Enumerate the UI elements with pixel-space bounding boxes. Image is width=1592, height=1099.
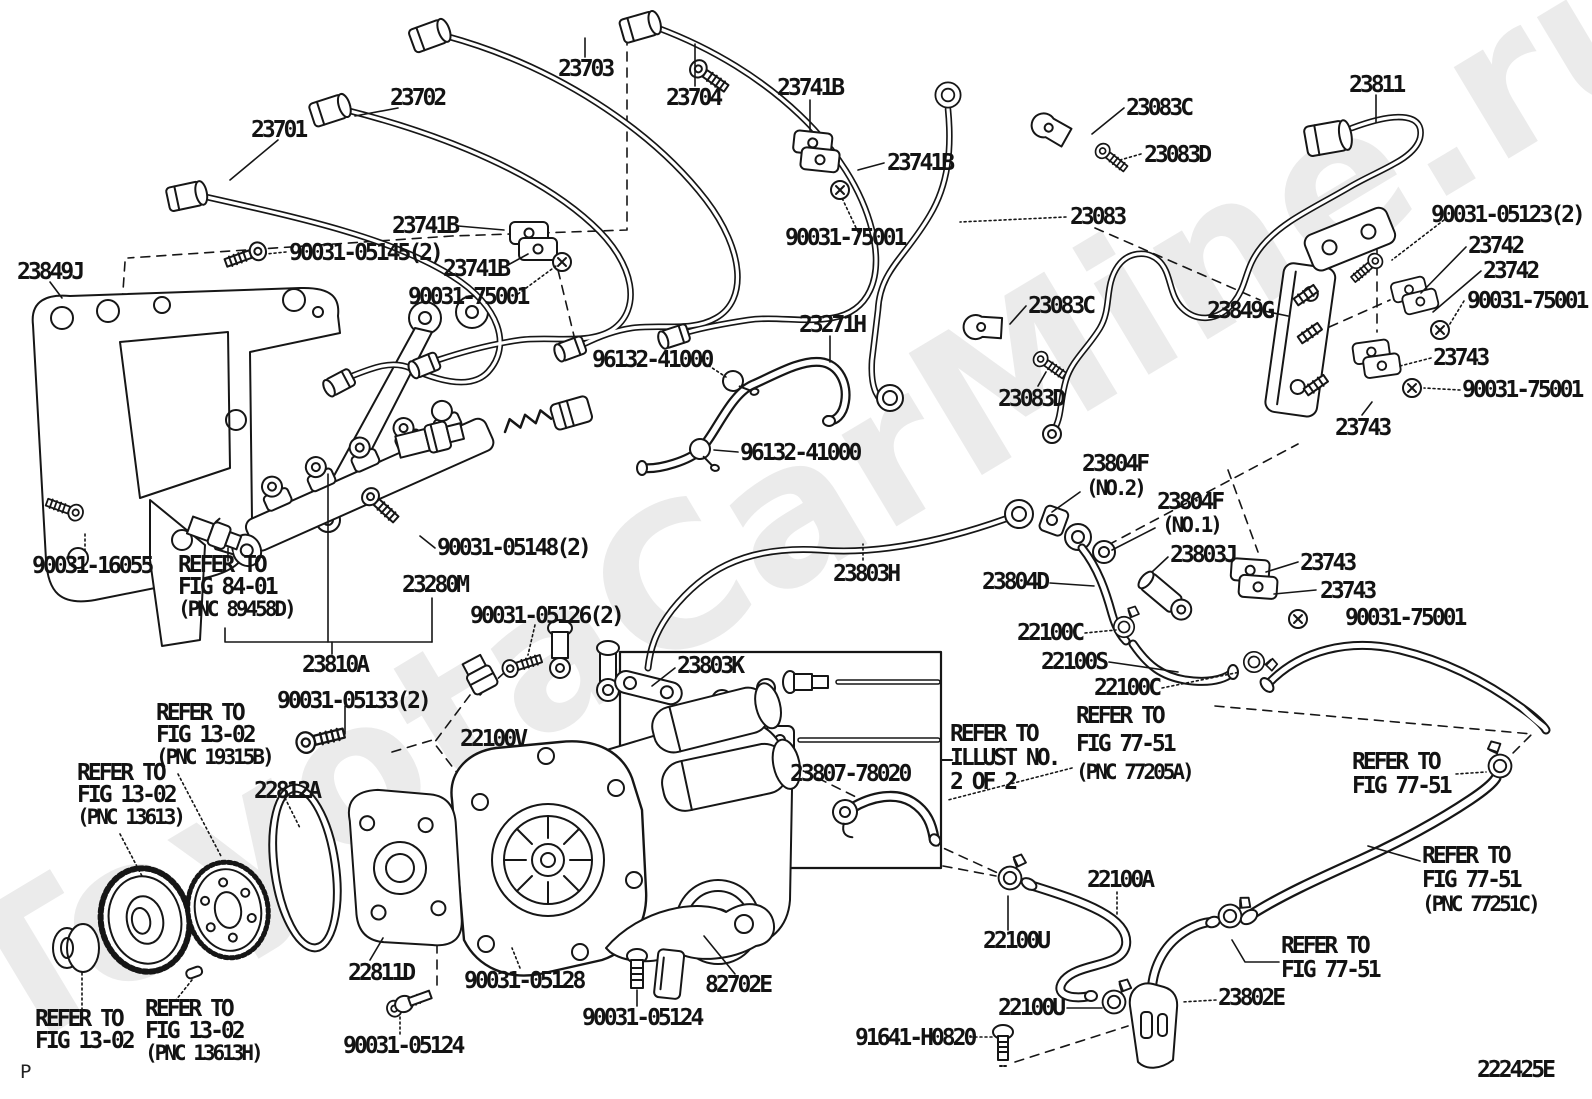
part-label-23743-4: 23743 (1320, 578, 1377, 604)
part-label-90031-05128: 90031-05128 (464, 968, 586, 994)
part-label-23741b-1: 23741B (777, 75, 845, 101)
part-label-22100c-1: 22100C (1017, 620, 1085, 646)
hose-23271h (636, 356, 851, 476)
part-label-23802e: 23802E (1218, 985, 1286, 1011)
part-label-96132-41000-1: 96132-41000 (592, 347, 714, 373)
part-label-90031-16055: 90031-16055 (32, 553, 154, 579)
part-label-23271h: 23271H (799, 312, 867, 338)
refer-note-fig13-02-19315b: REFER TO FIG 13-02 (PNC 19315B) (156, 700, 275, 769)
injection-pipes-group (164, 8, 880, 400)
hose-23807-78020 (832, 790, 942, 847)
part-label-90031-75001-4: 90031-75001 (1462, 377, 1584, 403)
refer-note-fig13-02-plain: REFER TO FIG 13-02 (35, 1006, 136, 1054)
refer-note-fig13-02-13613h: REFER TO FIG 13-02 (PNC 13613H) (145, 996, 264, 1065)
part-label-90031-75001-3: 90031-75001 (1467, 288, 1589, 314)
part-label-23704: 23704 (666, 85, 723, 111)
refer-note-fig77-51-b: REFER TO FIG 77-51 (1352, 749, 1453, 799)
part-label-23741b-3: 23741B (392, 213, 460, 239)
pipe-23803h-fittings (644, 499, 1551, 735)
part-label-23804f-no1: 23804F (1157, 489, 1225, 515)
part-label-23803k: 23803K (677, 653, 745, 679)
part-label-90031-05148: 90031-05148(2) (437, 535, 592, 561)
refer-note-illust-no2: REFER TO ILLUST NO. 2 OF 2 (950, 721, 1061, 795)
part-label-23807-78020: 23807-78020 (790, 761, 912, 787)
part-label-23849g: 23849G (1207, 298, 1275, 324)
part-label-23742-2: 23742 (1483, 258, 1540, 284)
part-label-23083d-1: 23083D (1144, 142, 1212, 168)
part-label-90031-05123: 90031-05123(2) (1431, 202, 1586, 228)
part-label-22811d: 22811D (348, 960, 416, 986)
part-label-23083d-2: 23083D (998, 386, 1066, 412)
part-label-23804d: 23804D (982, 569, 1050, 595)
part-label-90031-75001-1: 90031-75001 (408, 284, 530, 310)
part-label-90031-05124-2: 90031-05124 (343, 1033, 465, 1059)
part-label-22100s: 22100S (1041, 649, 1109, 675)
pump-22100v (450, 619, 802, 977)
part-label-23702: 23702 (390, 85, 447, 111)
part-label-22812a: 22812A (254, 778, 322, 804)
part-label-96132-41000-2: 96132-41000 (740, 440, 862, 466)
diagram-code: 222425E (1477, 1057, 1556, 1083)
part-label-23804f-no2: 23804F (1082, 451, 1150, 477)
refer-note-fig77-51-77205a: REFER TO FIG 77-51 (PNC 77205A) (1076, 703, 1195, 784)
part-label-no1: (NO.1) (1162, 513, 1223, 537)
part-label-91641-h0820: 91641-H0820 (855, 1025, 977, 1051)
part-label-90031-75001-5: 90031-75001 (1345, 605, 1467, 631)
part-label-23811: 23811 (1349, 72, 1406, 98)
part-label-no2: (NO.2) (1086, 476, 1147, 500)
page-corner-letter: P (20, 1061, 32, 1083)
bracket-82702e (394, 903, 1014, 1067)
part-label-23083: 23083 (1070, 204, 1127, 230)
part-label-22100a: 22100A (1087, 867, 1155, 893)
drive-gears-group (52, 783, 463, 1020)
refer-note-fig84-01: REFER TO FIG 84-01 (PNC 89458D) (178, 552, 297, 621)
part-label-23810a: 23810A (302, 652, 370, 678)
bracket-23802e-group (1128, 737, 1517, 1069)
part-label-23701: 23701 (251, 117, 308, 143)
refer-note-fig13-02-13613: REFER TO FIG 13-02 (PNC 13613) (77, 760, 186, 829)
part-label-22100u-2: 22100U (998, 995, 1066, 1021)
pipe-23811 (1042, 113, 1424, 444)
part-label-82702e: 82702E (705, 972, 773, 998)
part-label-23280m: 23280M (402, 572, 470, 598)
refer-note-fig77-51-d: REFER TO FIG 77-51 (1281, 933, 1382, 983)
pipe-23083 (868, 81, 1131, 412)
part-label-90031-05145: 90031-05145(2) (289, 240, 444, 266)
part-label-23803h: 23803H (833, 561, 901, 587)
part-label-22100u-1: 22100U (983, 928, 1051, 954)
part-label-90031-05133: 90031-05133(2) (277, 688, 432, 714)
part-label-23741b-2: 23741B (887, 150, 955, 176)
part-label-23743-2: 23743 (1335, 415, 1392, 441)
part-label-23741b-4: 23741B (443, 256, 511, 282)
part-label-22100v: 22100V (460, 726, 528, 752)
leader-lines (49, 37, 1487, 1038)
refer-note-fig77-51-77251c: REFER TO FIG 77-51 (PNC 77251C) (1422, 843, 1541, 916)
part-label-23083c-1: 23083C (1126, 95, 1194, 121)
part-label-90031-75001-2: 90031-75001 (785, 225, 907, 251)
hoses-22100-group (995, 849, 1135, 1018)
fuel-rail-23810a (43, 395, 593, 947)
part-label-23743-1: 23743 (1433, 345, 1490, 371)
part-label-23803j: 23803J (1170, 542, 1238, 568)
part-label-90031-05124-1: 90031-05124 (582, 1005, 704, 1031)
part-label-90031-05126: 90031-05126(2) (470, 603, 625, 629)
part-label-23849j: 23849J (17, 259, 85, 285)
part-label-23083c-2: 23083C (1028, 293, 1096, 319)
part-label-22100c-2: 22100C (1094, 675, 1162, 701)
part-label-23703: 23703 (558, 56, 615, 82)
bracket-23849g-group (1264, 206, 1450, 418)
part-label-23742-1: 23742 (1468, 233, 1525, 259)
part-label-23743-3: 23743 (1300, 550, 1357, 576)
